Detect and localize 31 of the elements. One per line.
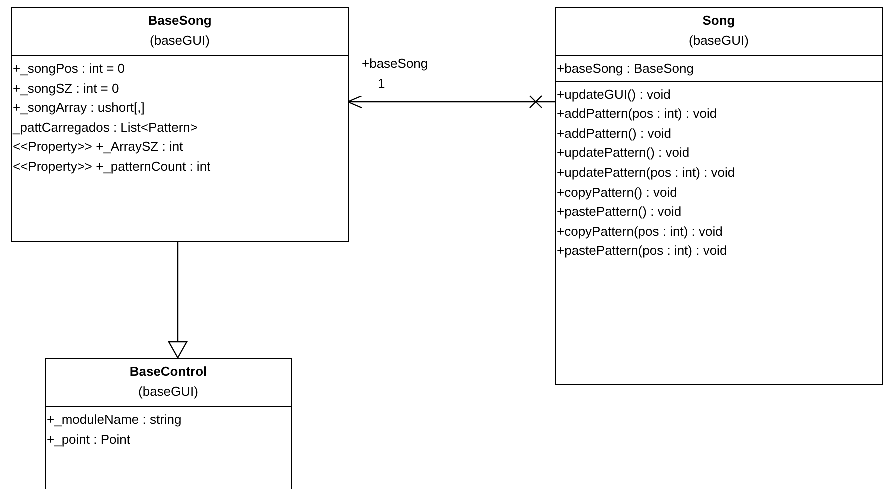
method-label: +updatePattern(pos : int) : void [557, 164, 736, 182]
method-label: +updatePattern() : void [557, 144, 690, 162]
class-box [555, 7, 883, 385]
method-label: +copyPattern() : void [557, 184, 678, 202]
namespace-label: (baseGUI) [138, 383, 198, 401]
attribute-label: <<Property>> +_ArraySZ : int [13, 138, 184, 156]
attribute-label: +_songArray : ushort[,] [13, 99, 145, 118]
method-label: +updateGUI() : void [557, 86, 671, 104]
method-label: +pastePattern(pos : int) : void [557, 242, 728, 260]
multiplicity-label: 1 [378, 76, 386, 91]
method-label: +addPattern() : void [557, 124, 672, 143]
attribute-label: +_moduleName : string [47, 411, 182, 429]
attribute-label: _pattCarregados : List<Pattern> [13, 118, 198, 137]
attribute-label: +_point : Point [47, 430, 130, 449]
class-name: BaseSong [148, 12, 212, 30]
class-name: Song [702, 12, 736, 30]
class-box [11, 7, 349, 242]
generalization-arrow [168, 241, 188, 359]
role-label: +baseSong [362, 56, 428, 71]
attribute-label: +_songSZ : int = 0 [13, 80, 120, 98]
association-arrow [347, 95, 555, 109]
attribute-label: <<Property>> +_patternCount : int [13, 158, 211, 176]
attribute-label: +baseSong : BaseSong [557, 60, 694, 78]
class-box [45, 358, 292, 489]
method-label: +copyPattern(pos : int) : void [557, 222, 723, 241]
namespace-label: (baseGUI) [150, 32, 210, 50]
method-label: +pastePattern() : void [557, 203, 682, 222]
namespace-label: (baseGUI) [689, 32, 749, 50]
class-name: BaseControl [130, 363, 208, 381]
method-label: +addPattern(pos : int) : void [557, 105, 718, 124]
attribute-label: +_songPos : int = 0 [13, 60, 126, 78]
